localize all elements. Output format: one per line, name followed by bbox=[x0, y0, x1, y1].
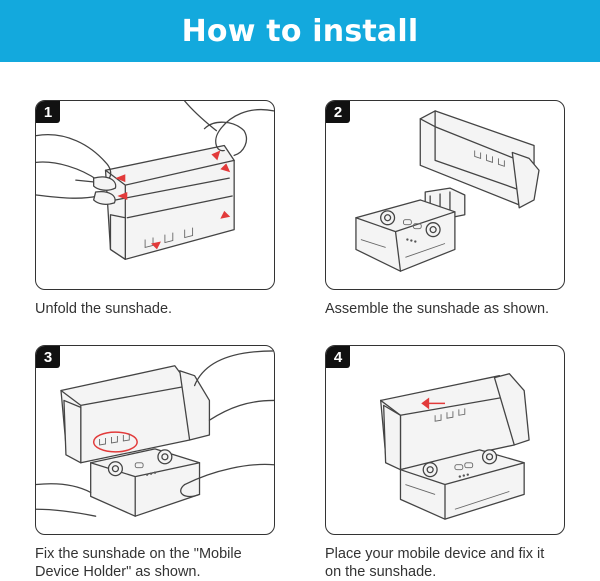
step-2-caption: Assemble the sunshade as shown. bbox=[325, 301, 550, 317]
step-number-badge: 3 bbox=[36, 346, 60, 368]
step-4-panel: 4 bbox=[325, 345, 565, 535]
step-number-badge: 1 bbox=[36, 101, 60, 123]
step-number-badge: 2 bbox=[326, 101, 350, 123]
header-banner: How to install bbox=[0, 0, 600, 62]
assemble-sunshade-illustration bbox=[355, 110, 540, 272]
page-title: How to install bbox=[181, 13, 419, 49]
unfold-sunshade-illustration bbox=[36, 101, 274, 260]
step-2-panel: 2 bbox=[325, 100, 565, 290]
step-1-panel: 1 bbox=[35, 100, 275, 290]
step-3-panel: 3 bbox=[35, 345, 275, 535]
step-number-badge: 4 bbox=[326, 346, 350, 368]
place-device-illustration bbox=[380, 373, 530, 520]
fix-sunshade-illustration bbox=[36, 350, 274, 517]
step-1-caption: Unfold the sunshade. bbox=[35, 301, 173, 317]
